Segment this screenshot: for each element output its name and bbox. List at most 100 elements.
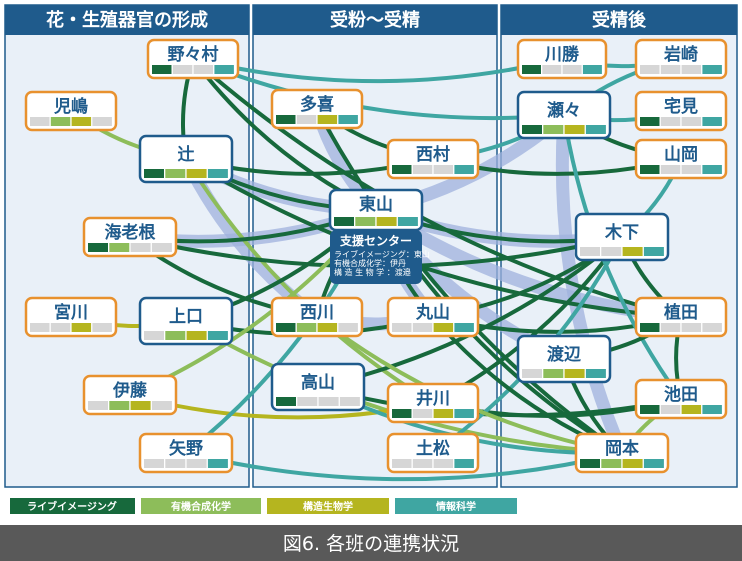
node-indicator-miyagawa-1 (50, 323, 71, 332)
caption-bar (0, 525, 742, 561)
node-indicator-igawa-0 (392, 409, 412, 418)
node-takayama: 高山 (270, 362, 366, 412)
node-indicator-takayama-2 (318, 397, 339, 406)
node-nonomura: 野々村 (146, 38, 240, 80)
support-center-title: 支援センター (339, 233, 412, 248)
node-label-tagi: 多喜 (300, 94, 334, 115)
node-indicator-ueda-0 (640, 323, 660, 332)
legend-swatch-info (395, 498, 517, 514)
node-kojima: 児嶋 (24, 90, 118, 132)
node-label-takayama: 高山 (301, 372, 335, 393)
node-indicator-miyagawa-0 (30, 323, 50, 332)
right-column-title: 受精後 (592, 9, 647, 31)
node-indicator-ueguchi-1 (165, 331, 186, 340)
node-indicator-watanabe-3 (585, 369, 606, 378)
node-indicator-iwasaki-1 (660, 65, 681, 74)
node-indicator-ebine-2 (130, 243, 151, 252)
node-indicator-nonomura-3 (214, 65, 234, 74)
node-indicator-ikeda-3 (702, 405, 722, 414)
node-indicator-kawakatsu-1 (542, 65, 562, 74)
node-indicator-yano-2 (186, 459, 207, 468)
node-label-tsuchimatsu: 土松 (416, 438, 450, 459)
legend-label-organic: 有機合成化学 (171, 500, 231, 513)
node-indicator-nishikawa-2 (317, 323, 338, 332)
node-indicator-nishimura-1 (412, 165, 433, 174)
node-indicator-nonomura-0 (152, 65, 172, 74)
node-miyagawa: 宮川 (24, 296, 118, 338)
figure-caption: 図6. 各班の連携状況 (283, 533, 459, 555)
node-label-nishimura: 西村 (416, 144, 450, 165)
node-indicator-higashiyama-2 (376, 217, 397, 226)
node-label-kinoshita: 木下 (604, 222, 639, 243)
link-nonomura-kawakatsu (191, 57, 564, 84)
node-indicator-tagi-2 (317, 115, 338, 124)
node-label-tsuji: 辻 (178, 144, 195, 165)
node-indicator-yamaoka-3 (702, 165, 722, 174)
node-indicator-watanabe-0 (522, 369, 542, 378)
node-indicator-maruyama-3 (454, 323, 474, 332)
node-indicator-kawakatsu-3 (582, 65, 602, 74)
right-column-header (501, 5, 737, 35)
node-ebine: 海老根 (82, 216, 178, 258)
node-ueguchi: 上口 (138, 296, 234, 346)
node-indicator-nonomura-2 (193, 65, 214, 74)
node-indicator-ebine-1 (109, 243, 130, 252)
node-indicator-ito-0 (88, 401, 108, 410)
node-indicator-watanabe-1 (543, 369, 564, 378)
node-indicator-yamaoka-2 (681, 165, 702, 174)
node-indicator-maruyama-1 (412, 323, 433, 332)
node-label-ueguchi: 上口 (169, 307, 203, 327)
legend-label-structural: 構造生物学 (303, 500, 353, 513)
node-indicator-tsuchimatsu-2 (433, 459, 454, 468)
node-indicator-watanabe-2 (564, 369, 585, 378)
node-indicator-ebine-0 (88, 243, 108, 252)
node-indicator-tsuji-2 (186, 169, 207, 178)
node-nishimura: 西村 (386, 138, 480, 180)
node-indicator-sese-1 (543, 125, 564, 134)
node-higashiyama: 東山 (328, 188, 424, 232)
node-maruyama: 丸山 (386, 296, 480, 338)
link-yano-okamoto (184, 451, 624, 482)
node-indicator-kinoshita-0 (580, 247, 600, 256)
node-indicator-yano-1 (165, 459, 186, 468)
node-indicator-ito-3 (151, 401, 172, 410)
node-label-ebine: 海老根 (105, 222, 156, 243)
legend-swatch-live (10, 498, 135, 514)
node-indicator-yamaoka-0 (640, 165, 660, 174)
node-label-ueda: 植田 (664, 302, 698, 323)
node-label-miyagawa: 宮川 (54, 302, 88, 323)
node-indicator-nishimura-3 (454, 165, 474, 174)
node-indicator-ikeda-1 (660, 405, 681, 414)
node-label-maruyama: 丸山 (415, 302, 450, 323)
link-sese-ikeda (562, 113, 683, 401)
node-indicator-tsuchimatsu-3 (454, 459, 474, 468)
node-indicator-kojima-1 (50, 117, 71, 126)
node-indicator-yamaoka-1 (660, 165, 681, 174)
node-ueda: 植田 (634, 296, 728, 338)
node-indicator-higashiyama-1 (355, 217, 376, 226)
node-indicator-takayama-3 (339, 397, 360, 406)
node-indicator-ueda-2 (681, 323, 702, 332)
node-indicator-ueguchi-3 (207, 331, 228, 340)
node-label-nishikawa: 西川 (300, 303, 334, 323)
node-iwasaki: 岩崎 (634, 38, 728, 80)
node-takumi: 宅見 (634, 90, 728, 132)
support-center-line3: 構 造 生 物 学 ：渡邉 (334, 267, 411, 277)
node-indicator-iwasaki-2 (681, 65, 702, 74)
node-indicator-nishikawa-0 (276, 323, 296, 332)
node-label-igawa: 井川 (416, 388, 450, 409)
node-indicator-kawakatsu-0 (522, 65, 541, 74)
node-nishikawa: 西川 (270, 296, 364, 338)
node-indicator-tagi-3 (338, 115, 358, 124)
node-indicator-maruyama-2 (433, 323, 454, 332)
legend-swatch-structural (267, 498, 389, 514)
node-indicator-takayama-0 (276, 397, 296, 406)
node-indicator-tsuji-0 (144, 169, 164, 178)
node-indicator-ueda-1 (660, 323, 681, 332)
node-indicator-tagi-0 (276, 115, 296, 124)
node-indicator-kinoshita-3 (643, 247, 664, 256)
node-label-yano: 矢野 (169, 438, 203, 459)
node-indicator-tsuchimatsu-0 (392, 459, 412, 468)
